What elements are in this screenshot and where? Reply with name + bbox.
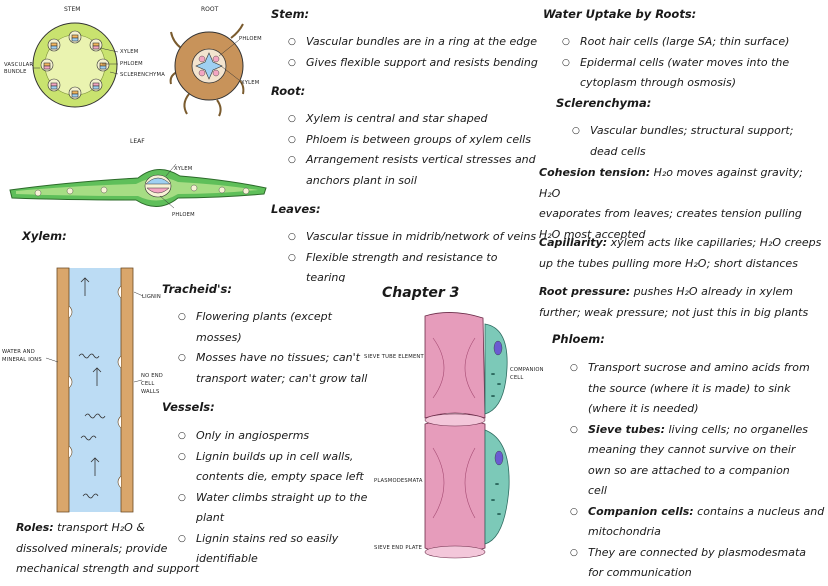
leaf-diagram: LEAF XYLEM PHLOEM xyxy=(0,128,270,223)
stem-diagram: STEM VASCULAR BUNDLE XYLEM PHLOEM SCLERE… xyxy=(0,0,165,120)
tracheids-list: ○Flowering plants (except mosses) ○Mosse… xyxy=(178,307,368,389)
phloem-label-sieve-plate: SIEVE END PLATE xyxy=(374,545,423,551)
capillarity-block: Capillarity: xylem acts like capillaries… xyxy=(539,236,822,270)
water-uptake-item: ○Epidermal cells (water moves into the xyxy=(562,55,790,69)
leaves-item-cont: tearing xyxy=(306,271,346,282)
xylem-vessel-drawing xyxy=(56,267,134,513)
root-label-xylem: XYLEM xyxy=(241,80,260,86)
vessels-item: ○Water climbs straight up to the xyxy=(178,490,368,504)
vessels-item-cont: contents die, empty space left xyxy=(196,470,364,483)
companion-cells-label: Companion cells: xyxy=(588,504,694,518)
sclerenchyma-item: ○Vascular bundles; structural support; xyxy=(572,124,794,137)
phloem-label-sieve-element: SIEVE TUBE ELEMENT xyxy=(364,354,424,360)
water-uptake-item: ○Root hair cells (large SA; thin surface… xyxy=(562,35,790,48)
phloem-tube-diagram: SIEVE TUBE ELEMENT COMPANION CELL PLASMO… xyxy=(360,308,544,578)
root-pressure-label: Root pressure: xyxy=(539,285,631,298)
phloem-heading: Phloem: xyxy=(552,332,605,346)
vessels-item-cont: identifiable xyxy=(196,552,258,565)
root-cross-section xyxy=(169,23,245,117)
root-pressure-block: Root pressure: pushes H₂O already in xyl… xyxy=(539,285,809,319)
phloem-tube-drawing xyxy=(424,312,510,559)
tracheids-item: ○Flowering plants (except xyxy=(178,310,332,323)
sclerenchyma-list: ○Vascular bundles; structural support; d… xyxy=(572,121,824,162)
root-item-cont: anchors plant in soil xyxy=(306,173,417,187)
root-label-phloem: PHLOEM xyxy=(239,36,262,42)
stem-label-vascular: VASCULAR BUNDLE xyxy=(4,62,34,75)
tracheids-item: ○Mosses have no tissues; can't xyxy=(178,351,360,364)
root-title: ROOT xyxy=(201,6,219,13)
leaf-cross-section xyxy=(9,163,267,209)
sclerenchyma-heading: Sclerenchyma: xyxy=(556,96,652,110)
tracheids-heading: Tracheid's: xyxy=(162,282,232,296)
vessels-item: ○Lignin builds up in cell walls, xyxy=(178,449,354,463)
roles-block: Roles: transport H₂O & dissolved mineral… xyxy=(16,521,200,575)
capillarity-label: Capillarity: xyxy=(539,236,608,249)
vessels-heading: Vessels: xyxy=(162,400,215,414)
vessels-item: ○Lignin stains red so easily xyxy=(178,531,339,545)
phloem-item: ○They are connected by plasmodesmata xyxy=(570,545,807,559)
tracheids-item-cont: transport water; can't grow tall xyxy=(196,371,368,385)
leaf-label-xylem: XYLEM xyxy=(174,166,193,172)
phloem-item: ○Transport sucrose and amino acids from xyxy=(570,361,810,374)
stem-heading: Stem: xyxy=(271,7,310,21)
vessels-item-cont: plant xyxy=(196,511,225,524)
phloem-label-plasmodesmata: PLASMODESMATA xyxy=(374,478,423,484)
leaf-title: LEAF xyxy=(130,138,145,145)
cohesion-block: Cohesion tension: H₂o moves against grav… xyxy=(539,166,803,241)
stem-cross-section xyxy=(32,22,119,108)
root-list: ○Xylem is central and star shaped ○Phloe… xyxy=(288,109,548,191)
root-item: ○Arrangement resists vertical stresses a… xyxy=(288,153,536,166)
tracheids-item-cont: mosses) xyxy=(196,330,242,344)
xylem-label-no-end: NO END CELL WALLS xyxy=(141,373,163,395)
xylem-label-water: WATER AND MINERAL IONS xyxy=(2,349,42,363)
stem-title: STEM xyxy=(64,6,81,13)
stem-item: ○Gives flexible support and resists bend… xyxy=(288,55,538,69)
sieve-tubes-label: Sieve tubes: xyxy=(588,422,665,436)
cohesion-label: Cohesion tension: xyxy=(539,166,651,179)
roles-label: Roles: xyxy=(16,521,54,534)
leaves-heading: Leaves: xyxy=(271,202,321,216)
water-uptake-list: ○Root hair cells (large SA; thin surface… xyxy=(562,32,824,94)
vessels-item: ○Only in angiosperms xyxy=(178,429,310,442)
root-item: ○Xylem is central and star shaped xyxy=(288,112,488,125)
vessels-list: ○Only in angiosperms ○Lignin builds up i… xyxy=(178,426,378,570)
phloem-list: ○Transport sucrose and amino acids from … xyxy=(570,358,826,584)
water-uptake-item-cont: cytoplasm through osmosis) xyxy=(580,76,736,89)
stem-label-sclerenchyma: SCLERENCHYMA xyxy=(120,72,165,78)
leaves-item: ○Vascular tissue in midrib/network of ve… xyxy=(288,230,537,243)
xylem-heading: Xylem: xyxy=(22,229,67,243)
stem-item: ○Vascular bundles are in a ring at the e… xyxy=(288,35,538,48)
stem-label-xylem: XYLEM xyxy=(120,49,139,55)
phloem-item: ○Sieve tubes: living cells; no organelle… xyxy=(570,422,808,436)
leaves-list: ○Vascular tissue in midrib/network of ve… xyxy=(288,227,548,282)
sclerenchyma-item-cont: dead cells xyxy=(590,144,646,158)
xylem-label-lignin: LIGNIN xyxy=(142,294,161,300)
phloem-item: ○Companion cells: contains a nucleus and xyxy=(570,504,825,518)
xylem-label-lines xyxy=(45,291,144,383)
chapter-title: Chapter 3 xyxy=(382,285,460,301)
leaves-item: ○Flexible strength and resistance to xyxy=(288,250,498,264)
root-item: ○Phloem is between groups of xylem cells xyxy=(288,132,531,146)
leaf-label-phloem: PHLOEM xyxy=(172,212,195,218)
stem-label-phloem: PHLOEM xyxy=(120,61,143,67)
root-heading: Root: xyxy=(271,84,306,98)
root-diagram: ROOT PHLOEM XYLEM xyxy=(165,0,265,120)
phloem-label-companion: COMPANION CELL xyxy=(510,367,544,381)
stem-list: ○Vascular bundles are in a ring at the e… xyxy=(288,32,548,73)
xylem-vessel-diagram: LIGNIN WATER AND MINERAL IONS NO END CEL… xyxy=(0,262,170,522)
water-uptake-heading: Water Uptake by Roots: xyxy=(543,7,697,21)
